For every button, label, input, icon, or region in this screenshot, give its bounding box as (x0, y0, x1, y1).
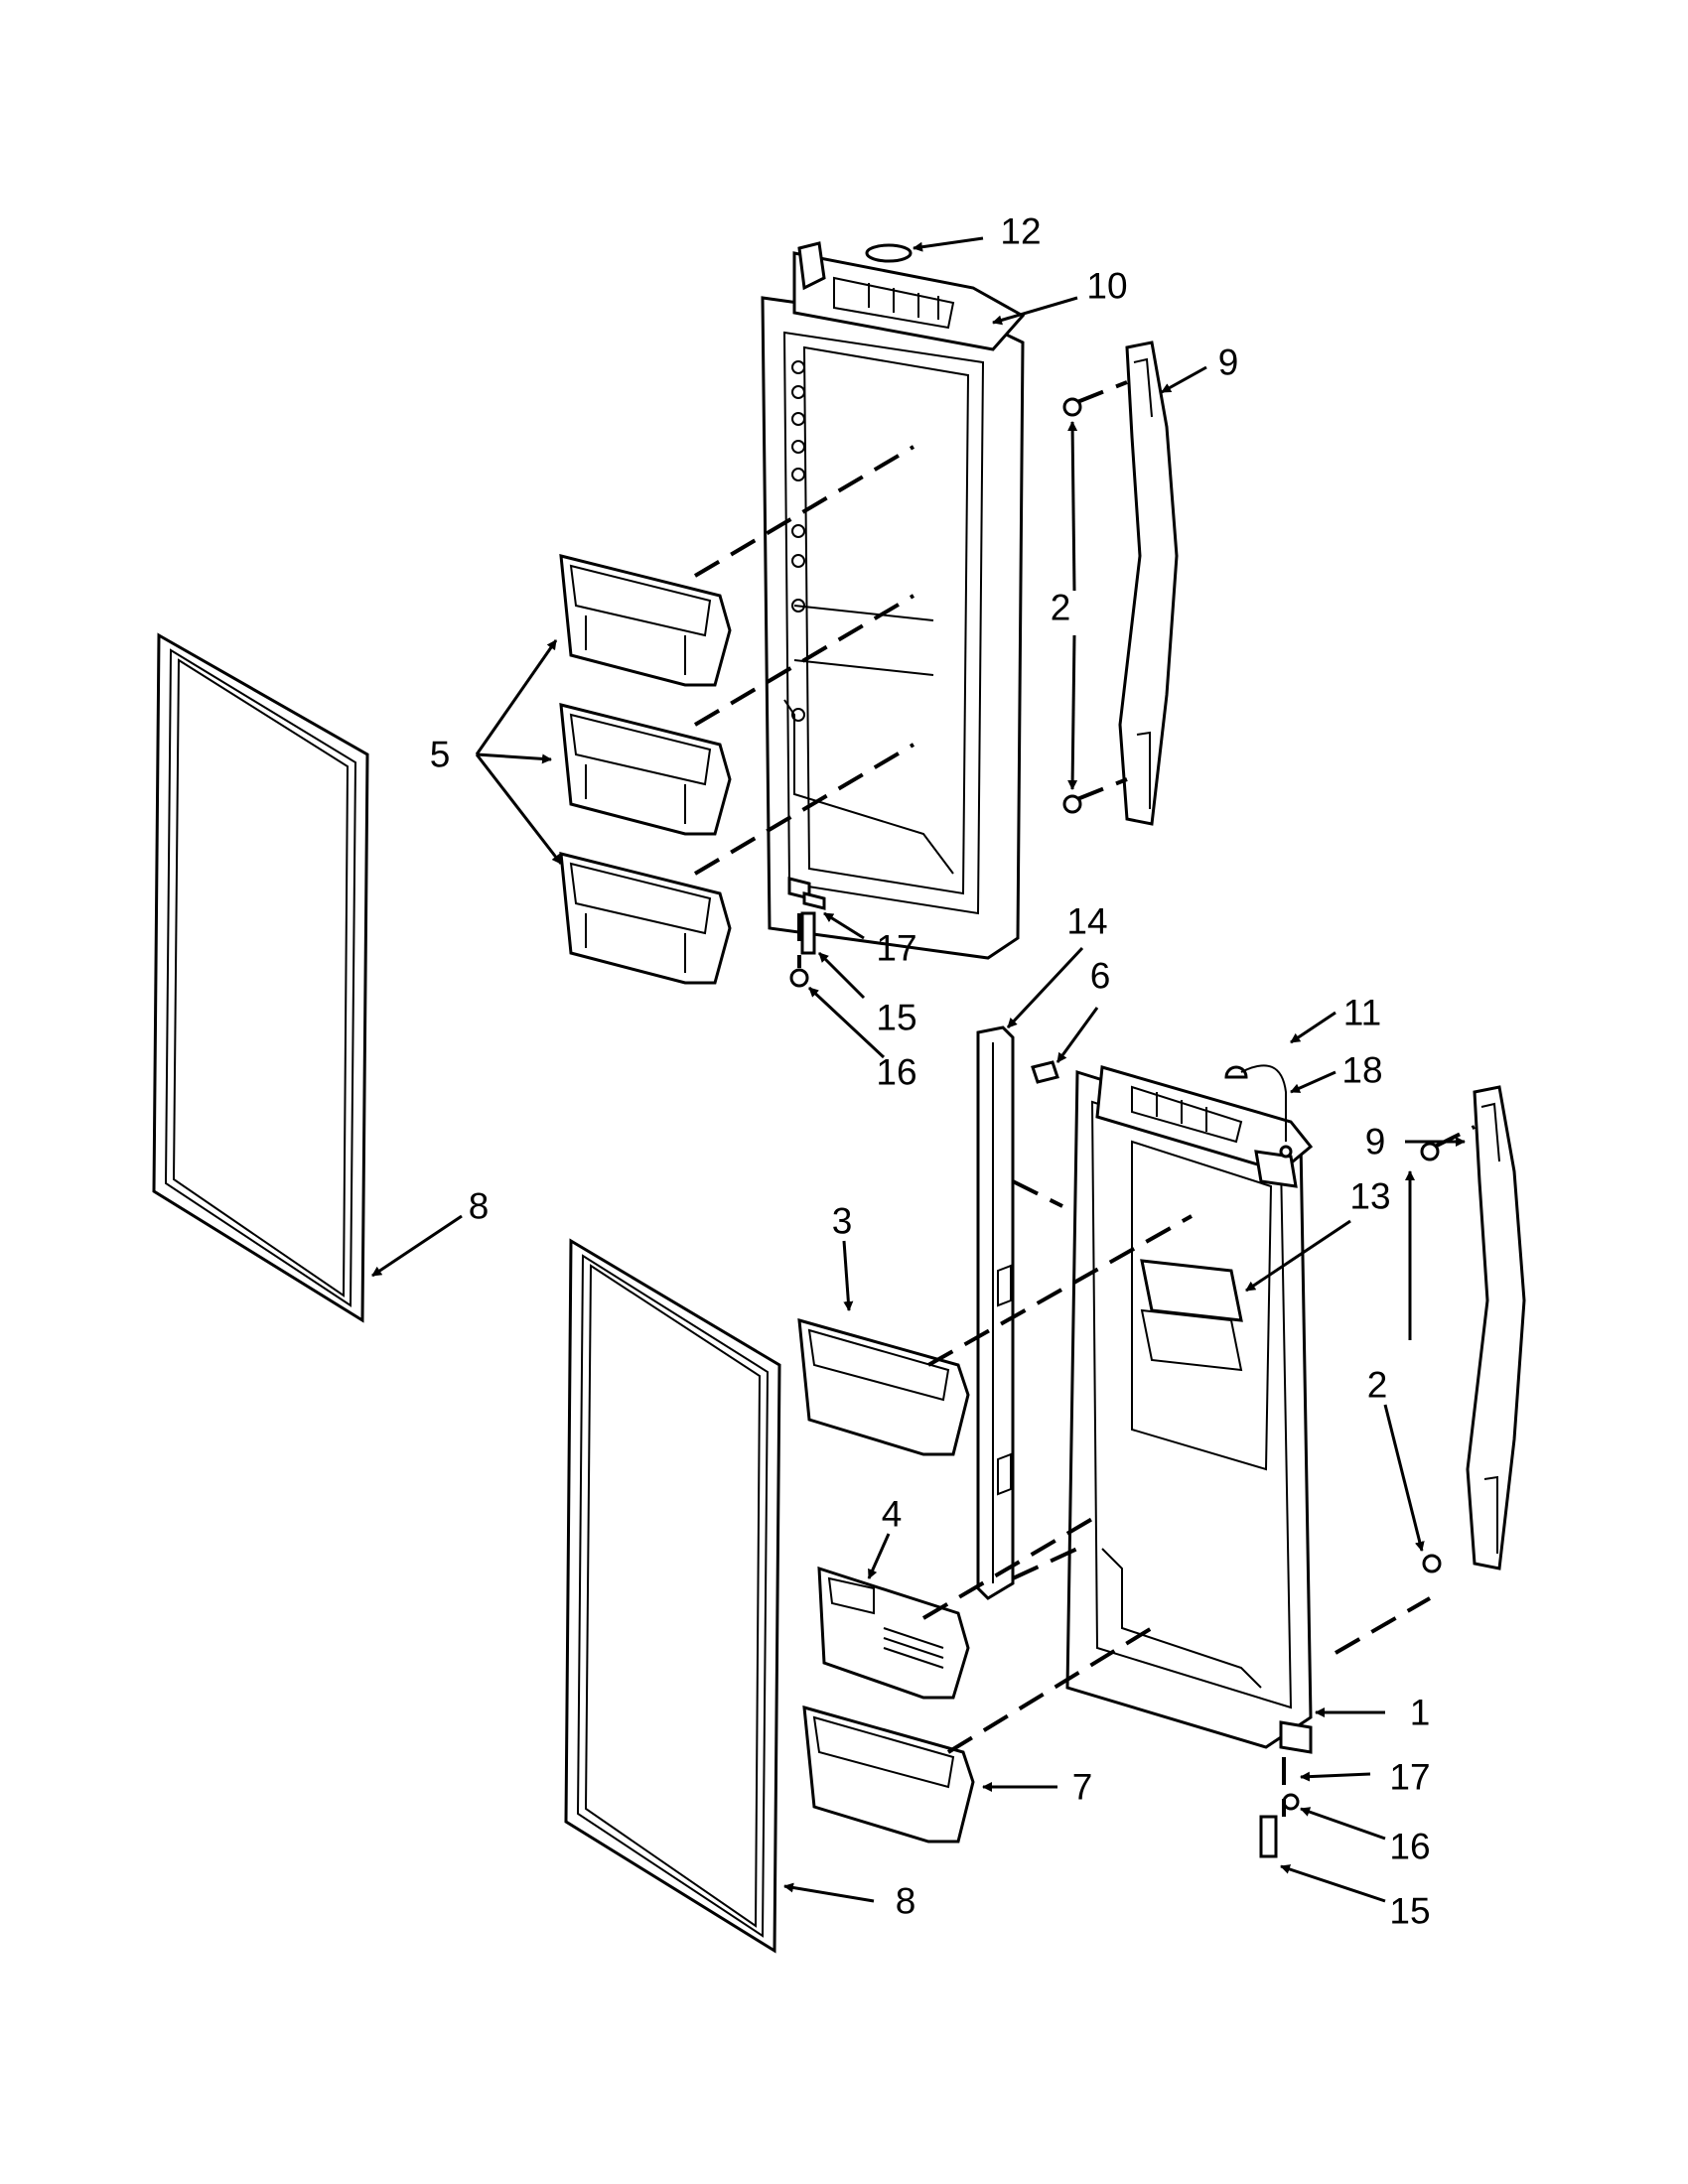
callout-9-lower: 9 (1364, 1121, 1386, 1162)
callout-2: 2 (1050, 587, 1071, 628)
door-bin-7 (802, 1705, 975, 1843)
callout-2-lower: 2 (1366, 1364, 1388, 1406)
door-handle-upper (1118, 341, 1179, 826)
door-bin-3 (797, 1317, 970, 1456)
callout-17: 17 (876, 927, 917, 969)
door-gasket-lower (564, 1238, 781, 1954)
callout-11: 11 (1342, 992, 1382, 1033)
hinge-strip (976, 1025, 1015, 1600)
callout-15: 15 (876, 997, 917, 1038)
callout-13: 13 (1349, 1175, 1391, 1217)
callout-6: 6 (1089, 955, 1111, 997)
lower-door-panel (1065, 1065, 1314, 1754)
leader-arrows (371, 236, 1466, 1903)
callout-9: 9 (1217, 341, 1239, 383)
callout-14: 14 (1066, 900, 1108, 942)
callout-4: 4 (881, 1493, 903, 1535)
callout-16: 16 (876, 1051, 917, 1093)
callout-3: 3 (831, 1200, 853, 1242)
callout-5: 5 (429, 734, 451, 775)
door-bin-4 (817, 1566, 970, 1700)
callout-10: 10 (1086, 265, 1128, 307)
callout-8-lower: 8 (895, 1880, 916, 1922)
callout-1: 1 (1409, 1692, 1431, 1733)
door-gasket-upper (152, 632, 369, 1323)
callout-16-lower: 16 (1389, 1826, 1431, 1867)
callout-8: 8 (468, 1185, 490, 1227)
callout-18: 18 (1341, 1049, 1383, 1091)
callout-15-lower: 15 (1389, 1890, 1431, 1932)
callout-17-lower: 17 (1389, 1756, 1431, 1798)
upper-door-panel (761, 241, 1026, 960)
door-bins-upper (559, 554, 732, 985)
door-handle-lower (1466, 1085, 1526, 1570)
callout-7: 7 (1071, 1766, 1093, 1808)
assembly-lines (693, 380, 1476, 1817)
callout-12: 12 (1000, 210, 1042, 252)
hardware-parts (787, 243, 1442, 1858)
